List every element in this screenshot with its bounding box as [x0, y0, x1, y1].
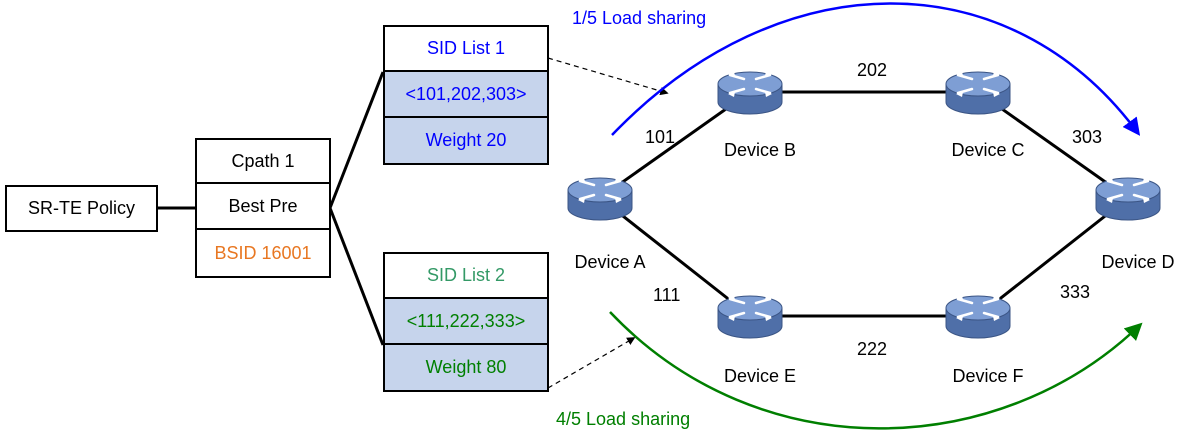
sid-list-1-weight: Weight 20: [385, 118, 547, 163]
router-icon-device-f: [944, 293, 1012, 340]
router-icon-device-b: [716, 69, 784, 116]
device-a-label: Device A: [574, 252, 646, 272]
device-e-label: Device E: [723, 366, 797, 386]
sid-list-1-name: SID List 1: [385, 27, 547, 72]
sid1-pointer-arrow: [547, 57, 669, 96]
sr-te-policy-label: SR-TE Policy: [27, 198, 135, 218]
router-icon-device-e: [716, 293, 784, 340]
link-sid-222: 222: [857, 339, 888, 359]
load-sharing-arc-lower: [609, 311, 1143, 430]
sid-list-1-box: SID List 1 <101,202,303> Weight 20: [383, 25, 549, 165]
link-sid-333: 333: [1060, 282, 1091, 302]
link-f-d: [977, 196, 1129, 318]
link-sid-111: 111: [653, 285, 681, 305]
cpath-to-sid1-line: [328, 71, 385, 209]
load-sharing-lower-label: 4/5 Load sharing: [556, 409, 691, 429]
device-d-label: Device D: [1101, 252, 1175, 272]
link-a-e: [599, 196, 751, 318]
sid-list-2-weight: Weight 80: [385, 345, 547, 390]
link-sid-202: 202: [857, 60, 888, 80]
link-sid-101: 101: [645, 127, 676, 147]
sid-list-2-sids: <111,222,333>: [385, 299, 547, 345]
router-icon-device-d: [1094, 175, 1162, 222]
load-sharing-upper-label: 1/5 Load sharing: [572, 8, 707, 28]
sid-list-2-name: SID List 2: [385, 254, 547, 299]
cpath-bsid: BSID 16001: [214, 242, 312, 263]
device-b-label: Device B: [723, 140, 797, 160]
cpath-preference: Best Pre: [197, 184, 329, 230]
router-icon-device-c: [944, 69, 1012, 116]
sr-te-policy-box: SR-TE Policy: [5, 185, 158, 232]
router-icon-device-a: [566, 175, 634, 222]
link-sid-303: 303: [1072, 127, 1103, 147]
device-f-label: Device F: [952, 366, 1024, 386]
sid-list-2-box: SID List 2 <111,222,333> Weight 80: [383, 252, 549, 392]
device-c-label: Device C: [951, 140, 1025, 160]
candidate-path-box: Cpath 1 Best Pre BSID 16001: [195, 138, 331, 278]
load-sharing-arc-upper: [611, 2, 1141, 136]
sid-list-1-sids: <101,202,303>: [385, 72, 547, 118]
cpath-to-sid2-line: [328, 207, 385, 346]
cpath-name: Cpath 1: [197, 140, 329, 184]
sid2-pointer-arrow: [547, 337, 636, 389]
